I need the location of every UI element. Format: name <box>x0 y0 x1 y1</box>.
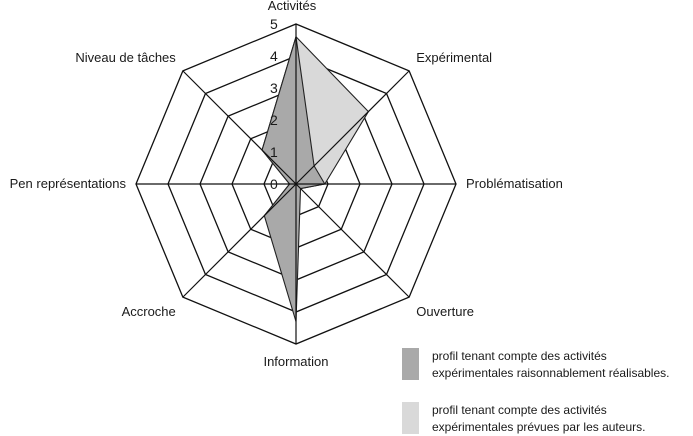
tick-label-3: 3 <box>270 80 278 96</box>
radar-axis-labels: ActivitésExpérimentalProblématisationOuv… <box>10 0 563 369</box>
legend-line: expérimentales raisonnablement réalisabl… <box>432 366 670 380</box>
axis-label-3: Ouverture <box>416 304 474 319</box>
spoke-3 <box>295 183 410 298</box>
legend-line: profil tenant compte des activités <box>432 403 607 417</box>
legend-item-realisable: profil tenant compte des activités expér… <box>402 348 693 382</box>
spoke-1 <box>295 70 410 185</box>
axis-label-1: Expérimental <box>416 50 492 65</box>
legend-line: expérimentales prévues par les auteurs. <box>432 420 646 434</box>
axis-label-2: Problématisation <box>466 176 563 191</box>
radar-spokes <box>136 24 456 344</box>
spoke-7 <box>182 70 297 185</box>
spoke-5 <box>182 183 297 298</box>
axis-label-4: Information <box>263 354 328 369</box>
tick-label-4: 4 <box>270 48 278 64</box>
tick-label-2: 2 <box>270 112 278 128</box>
legend-text-realisable: profil tenant compte des activités expér… <box>432 348 693 382</box>
legend-line: profil tenant compte des activités <box>432 349 607 363</box>
radar-tick-labels: 0 1 2 3 4 5 <box>270 16 278 192</box>
tick-label-5: 5 <box>270 16 278 32</box>
legend-swatch-prevues <box>402 402 419 434</box>
legend-swatch-realisable <box>402 348 419 380</box>
axis-label-0: Activités <box>268 0 317 13</box>
tick-label-0: 0 <box>270 176 278 192</box>
axis-label-6: Pen représentations <box>10 176 127 191</box>
legend-item-prevues: profil tenant compte des activités expér… <box>402 402 693 436</box>
legend-text-prevues: profil tenant compte des activités expér… <box>432 402 693 436</box>
axis-label-7: Niveau de tâches <box>75 50 176 65</box>
axis-label-5: Accroche <box>122 304 176 319</box>
tick-label-1: 1 <box>270 144 278 160</box>
